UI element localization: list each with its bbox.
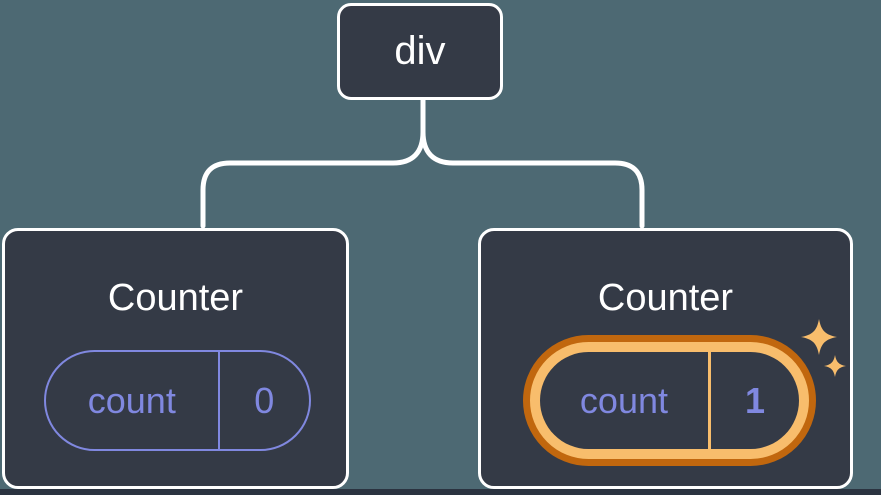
connector-right-branch [420, 129, 645, 229]
root-node: div [337, 3, 503, 100]
bottom-edge-strip [0, 489, 881, 495]
tree-connector-lines [200, 97, 645, 229]
component-title: Counter [597, 277, 734, 319]
state-key: count [46, 352, 220, 449]
component-card-counter-1: Counter count 1 [478, 228, 853, 489]
root-node-label: div [394, 29, 446, 73]
component-title: Counter [107, 277, 244, 319]
connector-left-branch [200, 129, 426, 229]
state-pill-highlight-ring: count 1 [523, 335, 816, 466]
state-pill: count 0 [44, 350, 311, 451]
state-value: 1 [744, 379, 765, 421]
state-pill: count 1 [540, 352, 799, 449]
state-value: 0 [254, 379, 275, 421]
component-card-counter-0: Counter count 0 [2, 228, 349, 489]
state-key: count [540, 352, 711, 449]
